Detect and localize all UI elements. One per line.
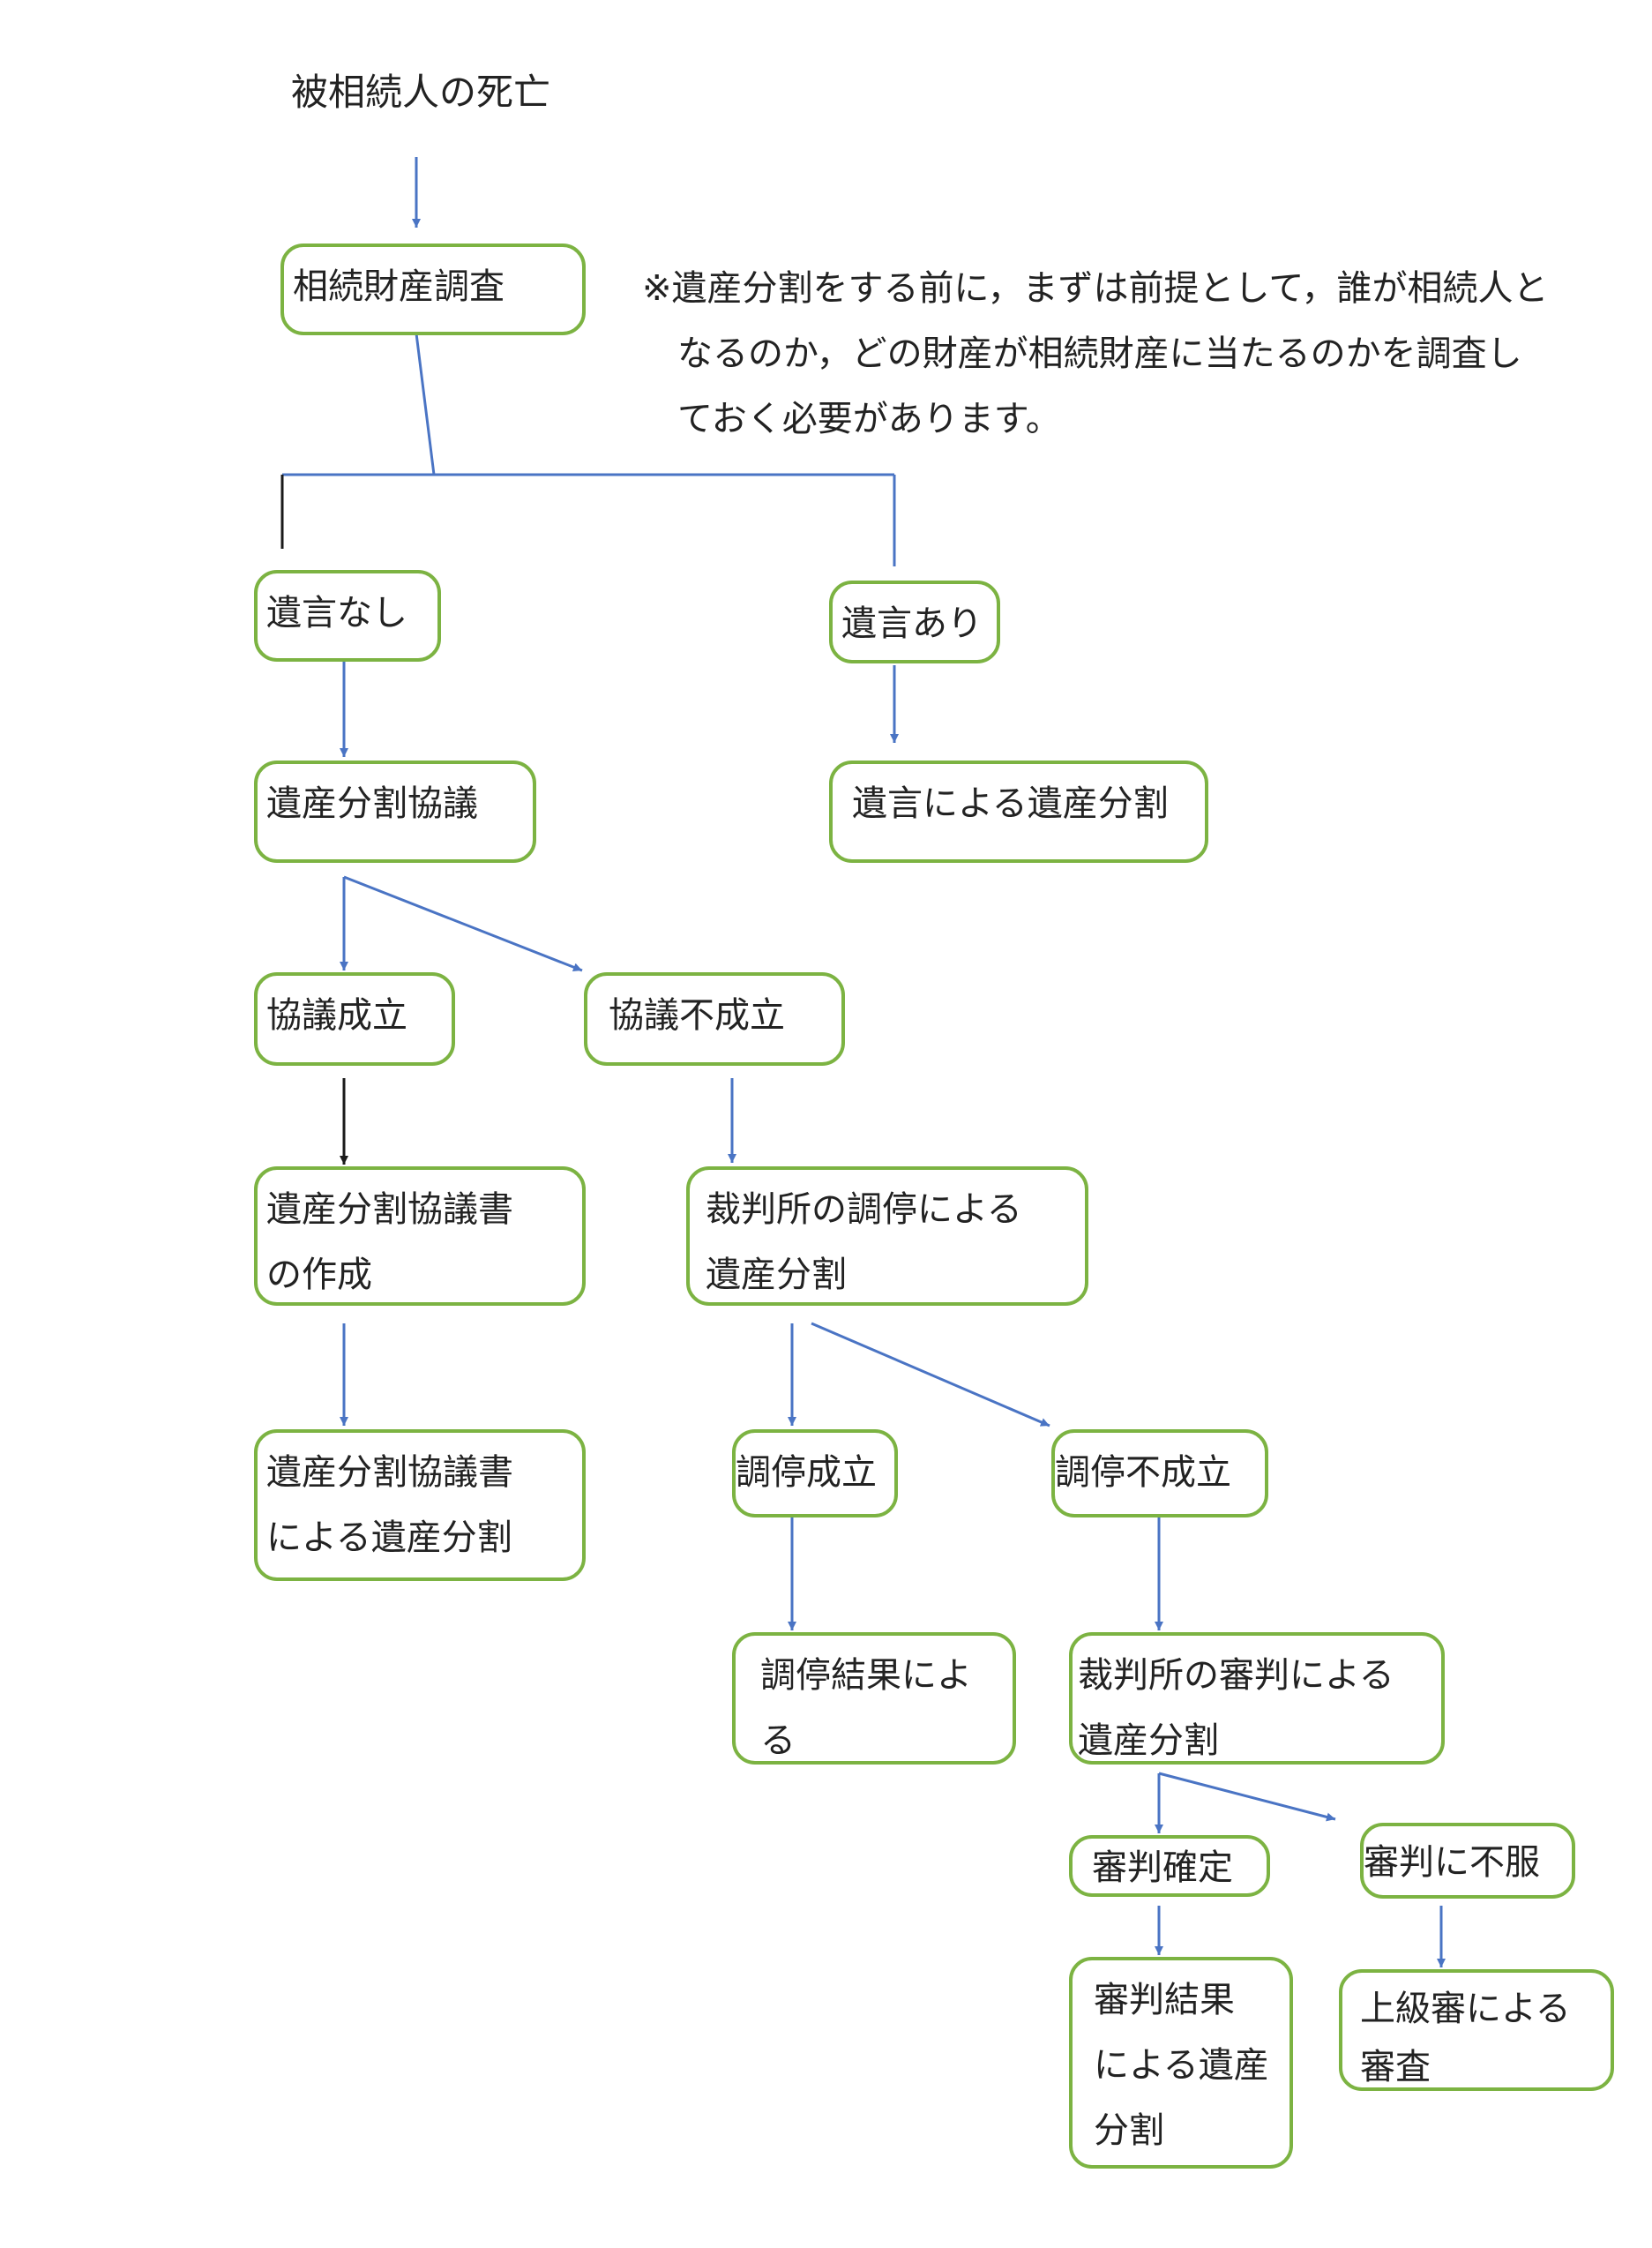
node-judgment-appeal: 審判に不服 [1360, 1823, 1575, 1899]
node-mediation-division: 裁判所の調停による 遺産分割 [686, 1166, 1088, 1306]
node-mediation-result: 調停結果による 遺産分割 [732, 1632, 1016, 1765]
node-talks-failure: 協議不成立 [584, 972, 845, 1066]
branch-survey-split [280, 333, 896, 566]
branch-judgment-split [1155, 1772, 1336, 1833]
node-agreement-division: 遺産分割協議書 による遺産分割 [254, 1429, 586, 1581]
branch-mediation-split [788, 1322, 1050, 1427]
node-higher-court-review: 上級審による 審査 [1339, 1969, 1614, 2091]
node-no-will: 遺言なし [254, 570, 441, 662]
node-will-division: 遺言による遺産分割 [829, 761, 1208, 863]
node-agreement-document: 遺産分割協議書 の作成 [254, 1166, 586, 1306]
precondition-note: ※遺産分割をする前に，まずは前提として，誰が相続人と なるのか，どの財産が相続財… [642, 268, 1549, 439]
node-mediation-failure: 調停不成立 [1051, 1429, 1268, 1517]
node-with-will: 遺言あり [829, 581, 1000, 663]
node-talks-success: 協議成立 [254, 972, 455, 1066]
node-judgment-division: 裁判所の審判による 遺産分割 [1069, 1632, 1445, 1765]
node-division-talks: 遺産分割協議 [254, 761, 536, 863]
start-label: 被相続人の死亡 [291, 71, 551, 114]
node-judgment-result: 審判結果 による遺産 分割 [1069, 1957, 1293, 2169]
node-judgment-final: 審判確定 [1069, 1835, 1270, 1897]
node-mediation-success: 調停成立 [732, 1429, 898, 1517]
branch-talks-split [340, 875, 583, 972]
node-estate-survey: 相続財産調査 [280, 244, 586, 335]
